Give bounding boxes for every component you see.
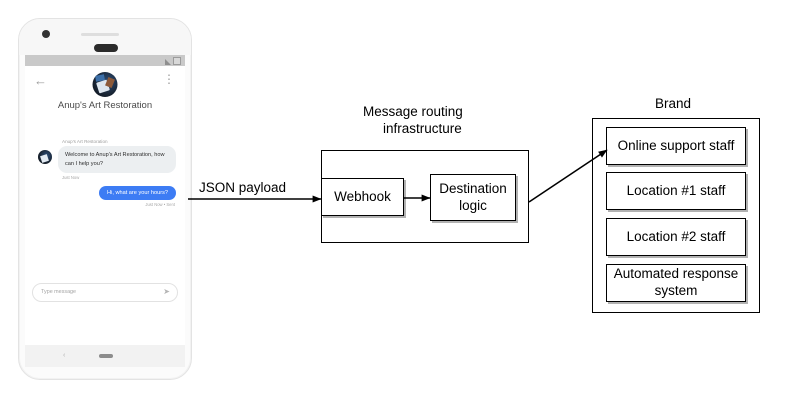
brand-container bbox=[592, 118, 760, 313]
phone-earpiece-icon bbox=[94, 44, 118, 52]
avatar-shape bbox=[40, 154, 49, 163]
message-composer[interactable]: Type message ➤ bbox=[32, 283, 178, 302]
battery-icon bbox=[173, 57, 181, 65]
incoming-avatar-icon bbox=[38, 150, 52, 164]
infrastructure-title-line1: Message routing bbox=[363, 104, 463, 119]
outgoing-timestamp: Just Now • Sent bbox=[145, 202, 175, 207]
back-arrow-icon[interactable]: ← bbox=[34, 73, 47, 88]
signal-triangle-icon bbox=[165, 59, 171, 65]
send-icon[interactable]: ➤ bbox=[163, 287, 170, 296]
phone-screen: ← ⋮ Anup's Art Restoration Anup's Art Re… bbox=[25, 55, 185, 345]
brand-item-automated-response-system[interactable]: Automated response system bbox=[606, 264, 746, 302]
json-payload-label: JSON payload bbox=[199, 180, 287, 195]
phone-sensor-icon bbox=[81, 33, 119, 36]
brand-item-online-support-staff[interactable]: Online support staff bbox=[606, 127, 746, 165]
brand-avatar bbox=[92, 72, 118, 97]
app-header: ← ⋮ Anup's Art Restoration bbox=[25, 66, 185, 128]
conversation-title: Anup's Art Restoration bbox=[57, 100, 153, 111]
phone-camera-icon bbox=[42, 30, 50, 38]
infrastructure-title-line2: infrastructure bbox=[383, 121, 462, 136]
avatar-shape-b bbox=[105, 77, 115, 88]
brand-title: Brand bbox=[655, 96, 692, 111]
incoming-timestamp: Just Now bbox=[62, 175, 80, 180]
android-nav-bar: ‹ bbox=[25, 345, 185, 367]
status-bar bbox=[25, 55, 185, 66]
incoming-message-bubble: Welcome to Anup's Art Restoration, how c… bbox=[58, 146, 176, 174]
webhook-node[interactable]: Webhook bbox=[321, 178, 404, 216]
nav-back-icon[interactable]: ‹ bbox=[63, 352, 66, 359]
phone-mockup: ← ⋮ Anup's Art Restoration Anup's Art Re… bbox=[18, 18, 192, 380]
status-bar-icons bbox=[165, 57, 181, 65]
outgoing-message-bubble: Hi, what are your hours? bbox=[99, 186, 176, 200]
message-input-placeholder[interactable]: Type message bbox=[41, 289, 77, 295]
brand-item-location-2-staff[interactable]: Location #2 staff bbox=[606, 218, 746, 256]
overflow-menu-icon[interactable]: ⋮ bbox=[163, 72, 175, 86]
chat-thread: Anup's Art Restoration Welcome to Anup's… bbox=[25, 128, 185, 308]
nav-home-icon[interactable] bbox=[99, 354, 113, 358]
incoming-sender-label: Anup's Art Restoration bbox=[62, 139, 108, 144]
destination-logic-node[interactable]: Destination logic bbox=[430, 174, 516, 221]
brand-item-location-1-staff[interactable]: Location #1 staff bbox=[606, 172, 746, 210]
